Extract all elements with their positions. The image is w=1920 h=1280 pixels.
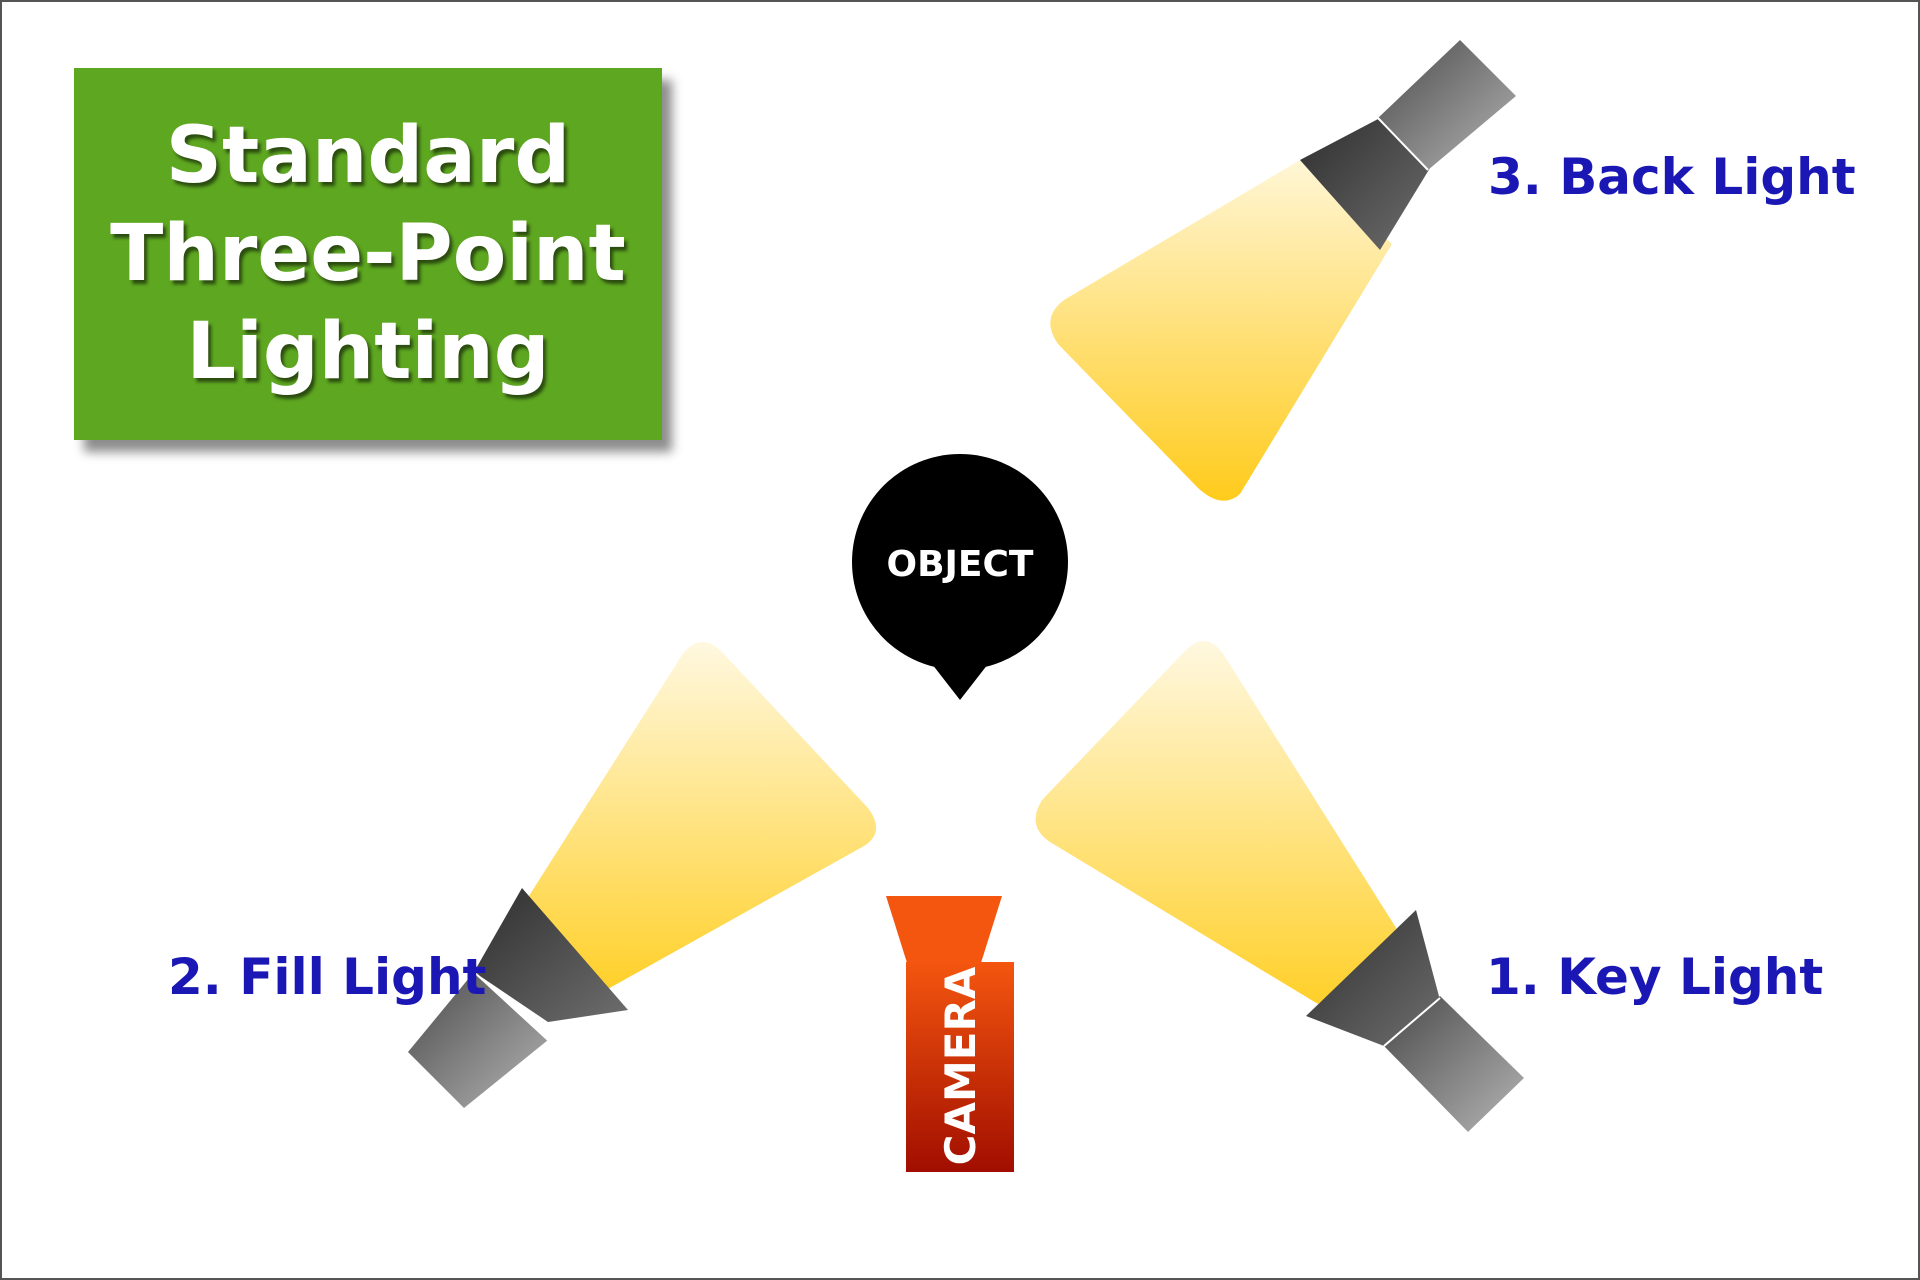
fill-light-fixture (408, 888, 628, 1108)
fill-light-label: 2. Fill Light (168, 948, 487, 1006)
key-light-beam (1035, 641, 1400, 1004)
title-box: Standard Three-Point Lighting (74, 68, 662, 440)
object-label: OBJECT (886, 544, 1033, 585)
fill-light-beam (520, 642, 877, 990)
key-light-fixture (1306, 910, 1524, 1132)
back-light-beam (1050, 160, 1392, 501)
back-light-fixture (1300, 40, 1516, 250)
key-light-label: 1. Key Light (1486, 948, 1824, 1006)
camera-label: CAMERA (936, 966, 985, 1165)
title-line-2: Three-Point (110, 209, 626, 299)
object-marker (852, 454, 1068, 700)
camera-icon (886, 896, 1014, 1172)
back-light-label: 3. Back Light (1488, 148, 1856, 206)
title-line-3: Lighting (186, 307, 550, 397)
title-line-1: Standard (165, 111, 571, 201)
